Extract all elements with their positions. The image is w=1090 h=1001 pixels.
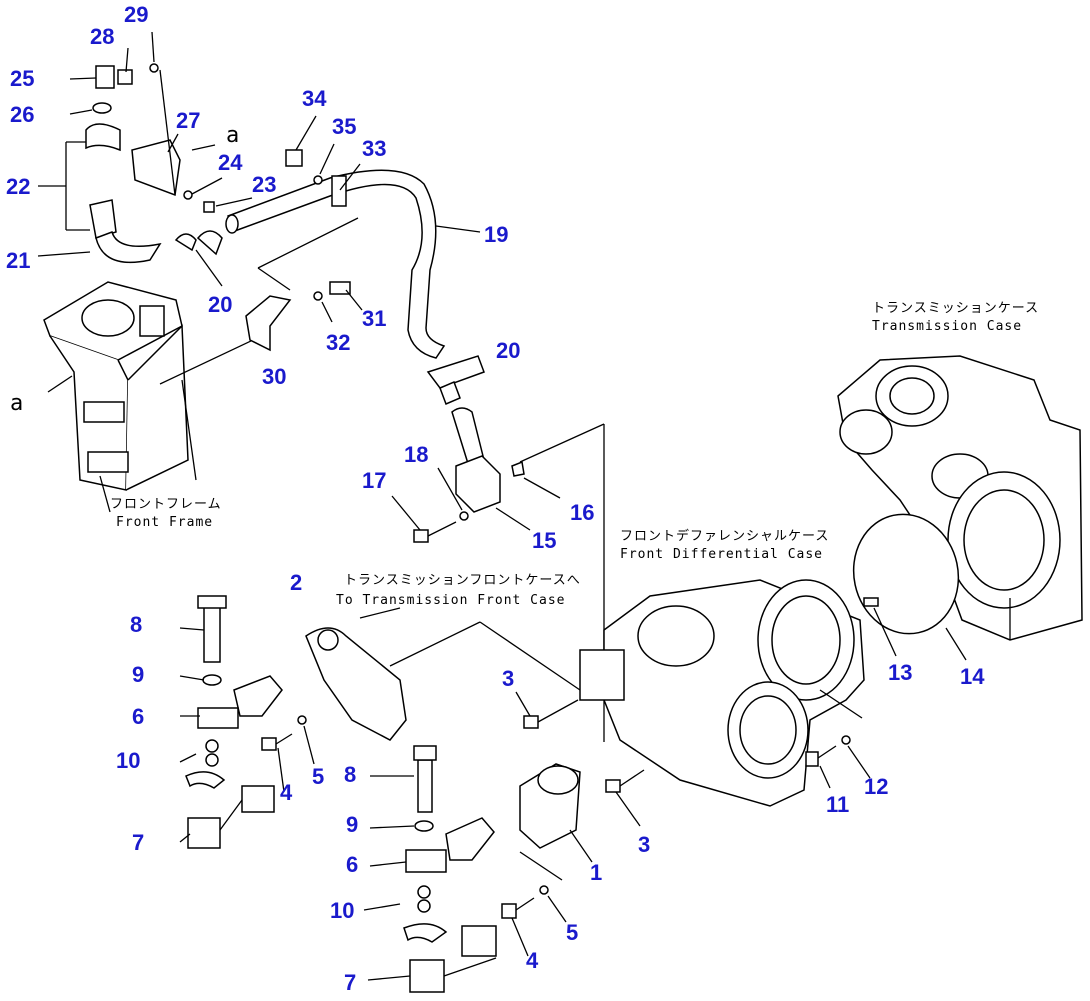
- callout-27: 27: [176, 108, 200, 133]
- callout-13: 13: [888, 660, 912, 685]
- captions: フロントフレーム Front Frame トランスミッションケース Transm…: [110, 301, 1039, 608]
- callout-23: 23: [252, 172, 276, 197]
- pin-3-upper: [523, 699, 579, 729]
- callout-10-center: 10: [330, 898, 354, 923]
- caption-to-trans-front-en: To Transmission Front Case: [336, 593, 566, 608]
- callout-3-upper: 3: [502, 666, 514, 691]
- bracket-30: [245, 217, 359, 352]
- callout-35: 35: [332, 114, 356, 139]
- callout-10-left: 10: [116, 748, 140, 773]
- leader-lines: [69, 31, 871, 981]
- callout-5-left: 5: [312, 764, 324, 789]
- callout-9-left: 9: [132, 662, 144, 687]
- caption-front-frame-jp: フロントフレーム: [110, 497, 222, 512]
- mount-assembly-center: [403, 745, 563, 993]
- callout-25: 25: [10, 66, 34, 91]
- bolt-11: [805, 735, 851, 767]
- front-differential-case: [579, 579, 865, 807]
- callout-5-center: 5: [566, 920, 578, 945]
- caption-to-trans-front-jp: トランスミッションフロントケースへ: [344, 573, 581, 588]
- callout-8-center: 8: [344, 762, 356, 787]
- callout-14: 14: [960, 664, 985, 689]
- callout-31: 31: [362, 306, 386, 331]
- pin-13: [863, 597, 897, 657]
- callout-3-lower: 3: [638, 832, 650, 857]
- caption-front-diff-jp: フロントデファレンシャルケース: [620, 528, 829, 544]
- caption-front-frame-en: Front Frame: [116, 515, 213, 530]
- callout-29: 29: [124, 2, 148, 27]
- callout-20-left: 20: [208, 292, 232, 317]
- transmission-case: [837, 355, 1083, 641]
- callout-34: 34: [302, 86, 327, 111]
- caption-transmission-case-en: Transmission Case: [872, 319, 1022, 334]
- callout-4-center: 4: [526, 948, 539, 973]
- callout-28: 28: [90, 24, 114, 49]
- mount-1: [519, 763, 581, 849]
- callout-4-left: 4: [280, 780, 293, 805]
- callout-15: 15: [532, 528, 556, 553]
- fitting-group-top-left: [37, 63, 223, 287]
- callout-24: 24: [218, 150, 243, 175]
- callout-11: 11: [826, 792, 849, 817]
- callout-8-left: 8: [130, 612, 142, 637]
- callout-18: 18: [404, 442, 428, 467]
- callout-6-center: 6: [346, 852, 358, 877]
- mount-assembly-left: [185, 595, 307, 849]
- caption-transmission-case-jp: トランスミッションケース: [872, 301, 1039, 316]
- callout-21: 21: [6, 248, 30, 273]
- callout-17: 17: [362, 468, 386, 493]
- elbow-15: [391, 423, 605, 742]
- callout-22: 22: [6, 174, 30, 199]
- bracket-2: [305, 607, 581, 741]
- hose-19: [225, 149, 481, 359]
- callout-16: 16: [570, 500, 594, 525]
- callout-9-center: 9: [346, 812, 358, 837]
- ref-letter-a-top: a: [226, 123, 239, 148]
- callout-30: 30: [262, 364, 286, 389]
- pin-3-lower: [605, 769, 645, 793]
- callout-7-left: 7: [132, 830, 144, 855]
- ref-letter-a-frame: a: [10, 391, 23, 416]
- front-frame: [43, 281, 271, 513]
- callout-20-right: 20: [496, 338, 520, 363]
- clamp-20-fitting: [426, 355, 485, 472]
- callout-33: 33: [362, 136, 386, 161]
- caption-front-diff-en: Front Differential Case: [620, 547, 823, 562]
- callout-6-left: 6: [132, 704, 144, 729]
- callout-19: 19: [484, 222, 508, 247]
- o-ring-14: [852, 513, 967, 661]
- callout-12: 12: [864, 774, 888, 799]
- callout-1: 1: [590, 860, 602, 885]
- callout-26: 26: [10, 102, 34, 127]
- callout-32: 32: [326, 330, 350, 355]
- callout-numbers: 29 28 25 26 27 24 23 22 21 20 34 35 33 1…: [6, 2, 985, 995]
- callout-2: 2: [290, 570, 302, 595]
- callout-7-center: 7: [344, 970, 356, 995]
